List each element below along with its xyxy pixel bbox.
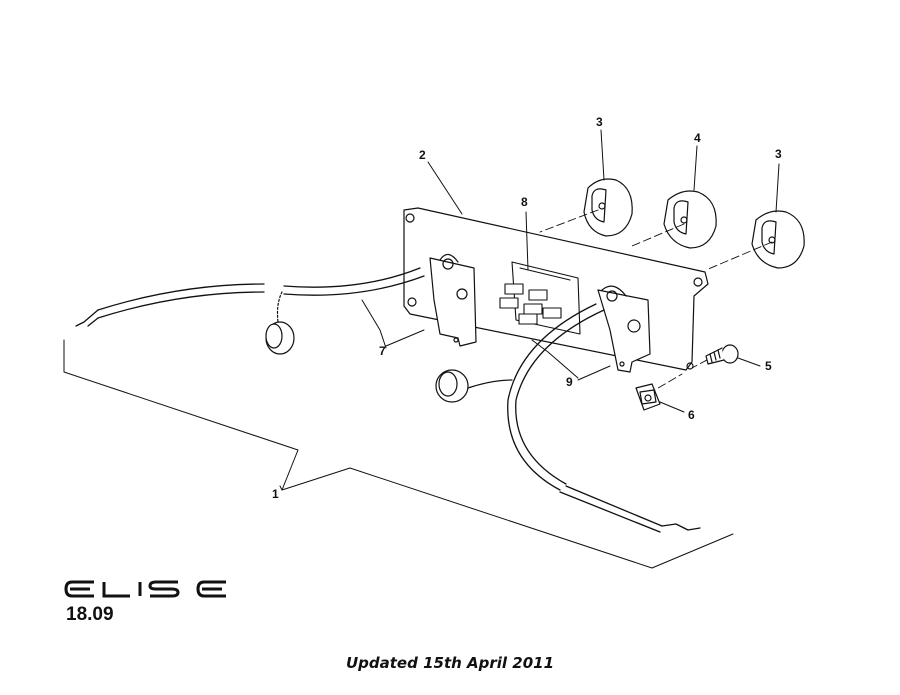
clip-nut <box>635 383 661 411</box>
knob-left <box>583 178 633 237</box>
lower-cable <box>507 303 701 533</box>
callout-2: 2 <box>419 148 426 162</box>
right-bracket <box>597 285 651 373</box>
leader-lines <box>279 129 780 491</box>
callout-3-right: 3 <box>775 147 782 161</box>
model-code: 18.09 <box>66 604 114 625</box>
updated-note: Updated 15th April 2011 <box>345 654 555 672</box>
screw <box>705 344 739 365</box>
callout-8: 8 <box>521 195 528 209</box>
grommet-upper <box>265 291 295 355</box>
knob-right <box>751 210 805 269</box>
callout-5: 5 <box>765 359 772 373</box>
left-bracket <box>429 253 477 347</box>
callout-7: 7 <box>379 344 386 358</box>
callout-3-left: 3 <box>596 115 603 129</box>
knob-center <box>663 190 717 249</box>
callout-1: 1 <box>272 487 279 501</box>
upper-cable <box>75 267 425 327</box>
callout-9: 9 <box>566 375 573 389</box>
group-outline <box>63 339 734 569</box>
grommet-lower <box>435 369 513 403</box>
callout-4: 4 <box>694 131 701 145</box>
elise-logo-icon <box>64 580 226 598</box>
callout-6: 6 <box>688 408 695 422</box>
